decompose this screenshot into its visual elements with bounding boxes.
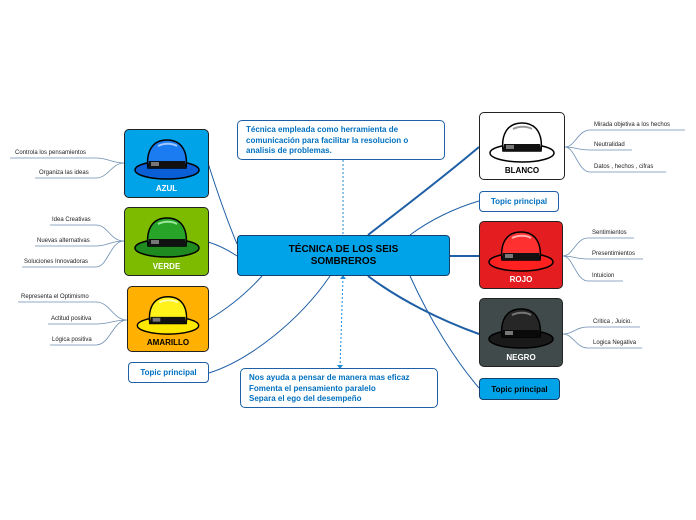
note-line: Nos ayuda a pensar de manera mas eficaz [249,373,410,382]
leaf-blanco-3[interactable]: Datos , hechos , cifras [594,164,654,170]
link-azul [207,162,238,245]
central-topic[interactable]: TÉCNICA DE LOS SEIS SOMBREROS [237,235,450,276]
leaf-azul-1[interactable]: Controla los pensamientos [15,150,87,156]
link-amarillo [207,275,263,321]
note-line: analisis de problemas. [246,146,332,155]
link-negro [367,275,480,335]
leaf-blanco-1[interactable]: Mirada objetiva a los hechos [594,122,671,128]
note-benefits[interactable]: Nos ayuda a pensar de manera mas eficaz … [240,368,438,408]
hat-amarillo[interactable]: AMARILLO [127,286,209,352]
green-hat-icon [133,217,200,258]
blue-hat-icon [133,139,200,180]
note-line: Técnica empleada como herramienta de [246,125,399,134]
topic-principal-right-blue[interactable]: Topic principal [479,378,560,400]
note-line: Separa el ego del desempeño [249,394,362,403]
topic-label: Topic principal [490,197,548,206]
hat-label: NEGRO [506,353,536,362]
topic-principal-left[interactable]: Topic principal [128,362,209,383]
leaf-verde-3[interactable]: Soluciones Innovadoras [24,259,89,265]
topic-label: Topic principal [491,384,548,394]
hat-negro[interactable]: NEGRO [479,298,563,367]
topic-principal-right-white[interactable]: Topic principal [479,191,559,212]
hat-label: VERDE [152,262,181,271]
hat-blanco[interactable]: BLANCO [479,112,565,180]
central-title: TÉCNICA DE LOS SEIS SOMBREROS [288,243,399,267]
dash-bottom-note [339,276,344,369]
hat-label: ROJO [509,275,533,284]
white-hat-icon [489,122,555,163]
black-hat-icon [488,308,554,349]
link-topic-white [409,200,480,236]
topic-label: Topic principal [140,368,197,377]
leaf-negro-2[interactable]: Logica Negativa [593,340,637,346]
leaf-azul-2[interactable]: Organiza las ideas [39,170,89,176]
leaf-amarillo-2[interactable]: Actitud positiva [51,316,92,322]
link-topic-left [208,275,331,374]
red-hat-icon [488,231,554,272]
leaf-verde-2[interactable]: Nuevas alternativas [37,238,90,244]
hat-rojo[interactable]: ROJO [479,221,563,289]
hat-azul[interactable]: AZUL [124,129,209,198]
note-definition[interactable]: Técnica empleada como herramienta de com… [237,120,445,160]
leaf-rojo-2[interactable]: Presentimientos [592,251,636,257]
hat-label: AMARILLO [146,338,190,347]
note-line: comunicación para facilitar la resolucio… [246,135,409,145]
link-blanco [367,146,480,236]
leaf-blanco-2[interactable]: Neutralidad [594,142,625,148]
note-line: Fomenta el pensamiento paralelo [249,383,376,393]
hat-label: AZUL [155,184,178,193]
leaf-amarillo-1[interactable]: Representa el Optimismo [21,294,89,300]
hat-label: BLANCO [504,166,540,175]
leaf-rojo-3[interactable]: Intuicion [592,273,615,279]
leaf-verde-1[interactable]: Idea Creativas [52,217,91,223]
yellow-hat-icon [136,296,200,335]
leaf-negro-1[interactable]: Critica , Juicio. [593,319,633,325]
link-topic-blue [409,275,480,389]
leaf-rojo-1[interactable]: Sentimientos [592,230,627,236]
link-verde [207,241,238,257]
leaf-amarillo-3[interactable]: Lógica positiva [52,337,92,343]
hat-verde[interactable]: VERDE [124,207,209,276]
